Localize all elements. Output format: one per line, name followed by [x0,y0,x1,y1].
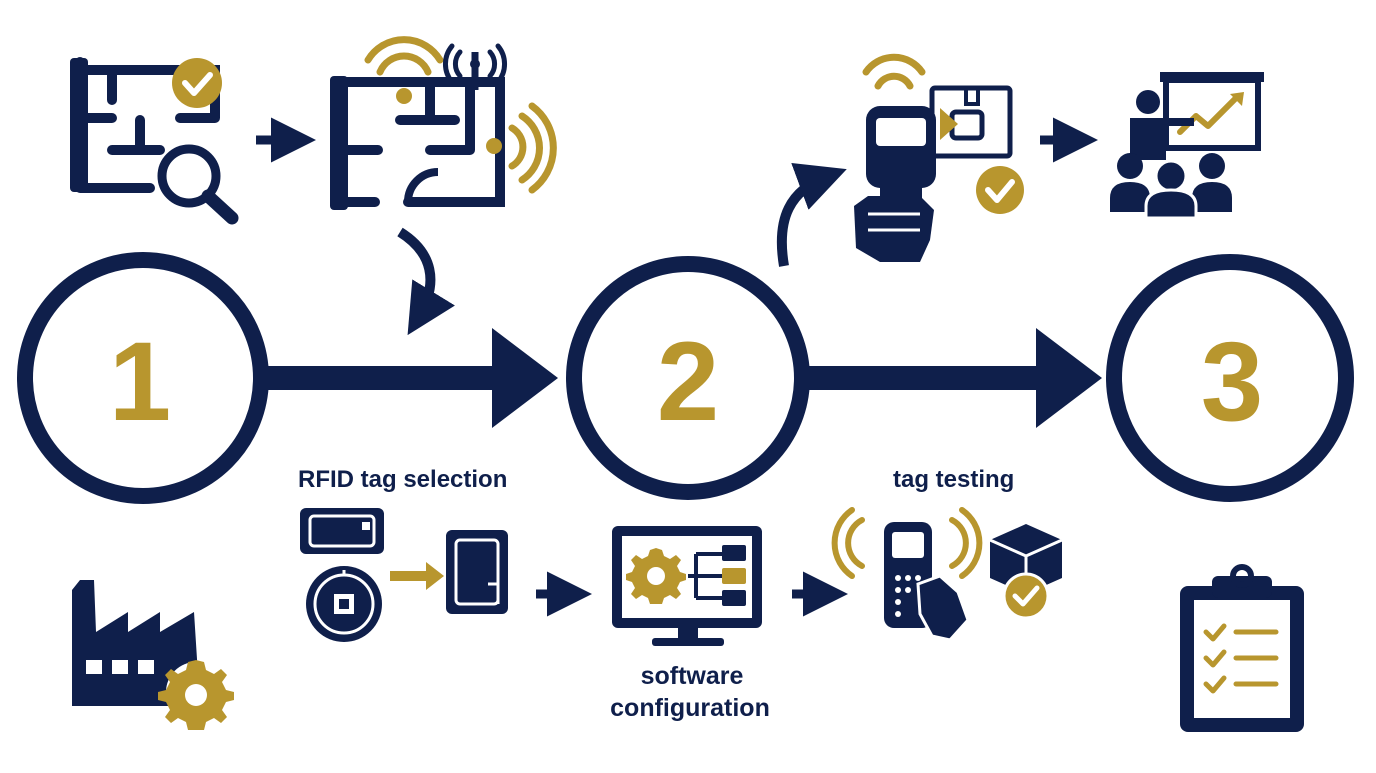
factory-gear-icon [72,580,234,730]
handheld-reader-icon [831,507,983,642]
arrowhead-1-2 [492,328,558,428]
rfid-tags-icon [300,508,384,642]
label-software-configuration: software configuration [610,660,770,724]
clipboard-checklist-icon [1180,564,1304,732]
handheld-scanner-icon [854,53,1024,262]
presentation-training-icon [1110,72,1264,220]
step-3-number: 3 [1201,319,1263,444]
arrow-wireless-to-timeline [397,227,455,336]
label-rfid-tag-selection: RFID tag selection [298,466,508,493]
label-software-configuration-line1: software [640,662,744,690]
connector-2-3 [808,366,1048,390]
step-1-number: 1 [109,319,171,444]
rfid-card-icon [446,530,508,614]
label-tag-testing: tag testing [893,466,1015,493]
floor-plan-inspect-icon [70,57,239,225]
package-check-icon [989,524,1063,620]
arrow-tags-to-card-head [426,562,444,590]
label-software-configuration-line2: configuration [610,694,770,722]
step-3-circle [1106,254,1354,502]
step-2-number: 2 [657,319,719,444]
arrow-timeline-to-scanner [776,162,847,267]
floor-plan-wireless-icon [330,36,557,210]
monitor-settings-icon [612,526,762,646]
step-2-circle [566,256,810,500]
connector-1-2 [268,366,504,390]
arrowhead-2-3 [1036,328,1102,428]
main-timeline: 1 2 3 [17,252,1354,504]
step-1-circle [17,252,269,504]
